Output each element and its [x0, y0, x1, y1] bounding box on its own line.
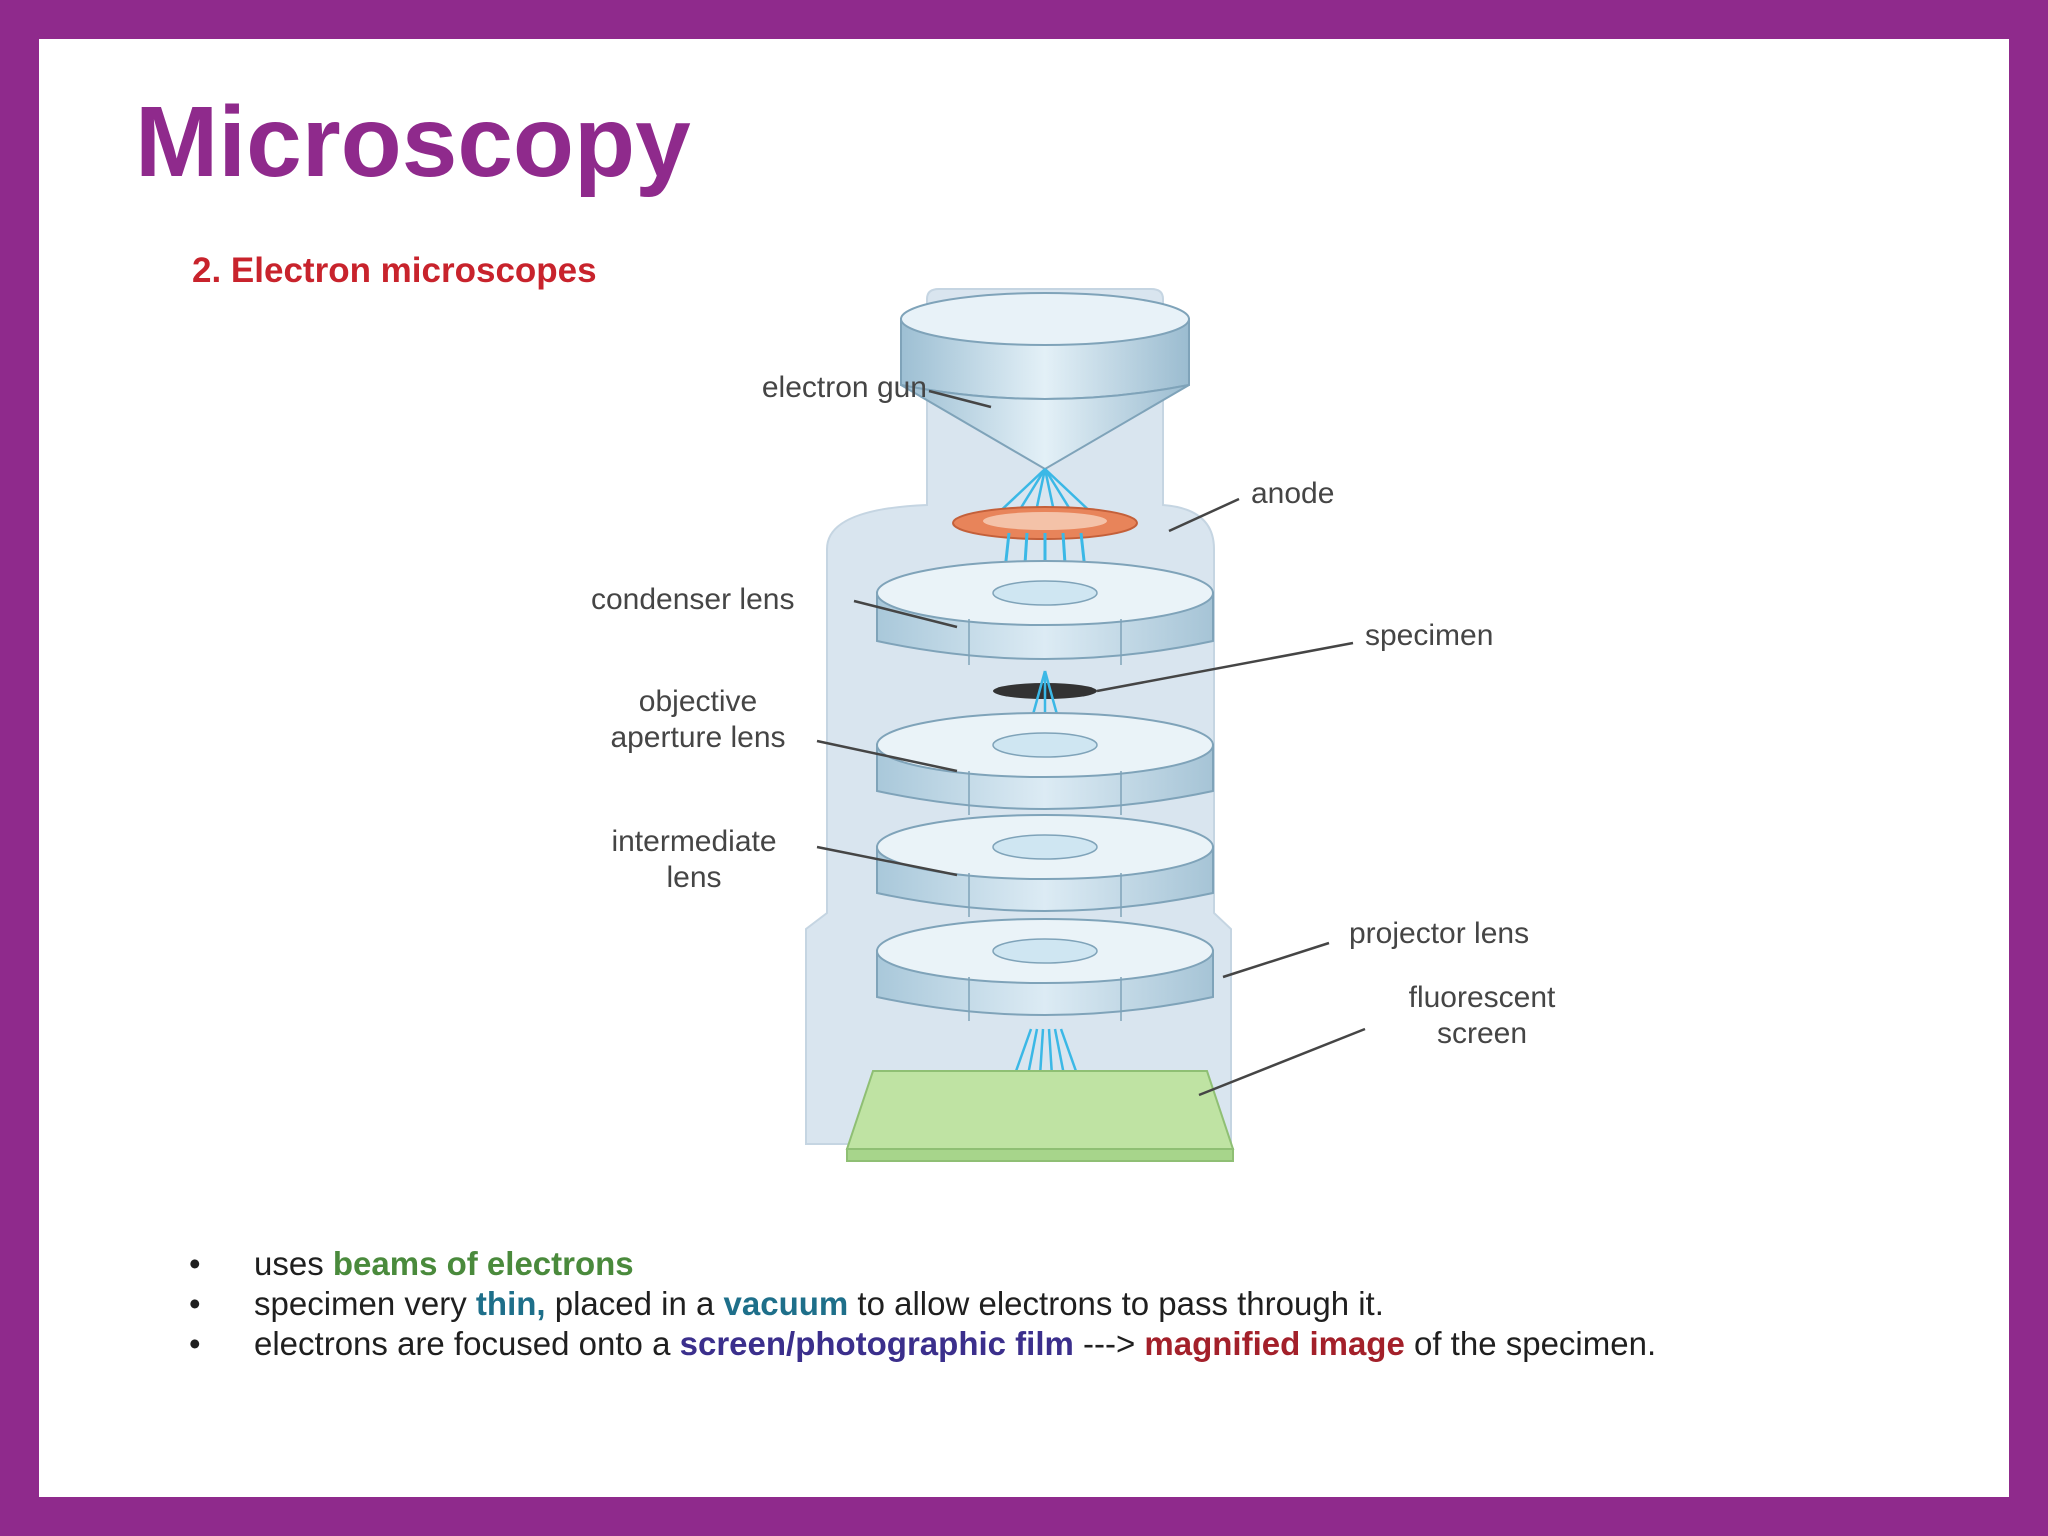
objective-aperture-lens-shape	[876, 712, 1214, 815]
bullet-text: uses	[254, 1245, 333, 1282]
bullet-marker: •	[189, 1285, 201, 1322]
bullet-item: • electrons are focused onto a screen/ph…	[189, 1324, 1839, 1364]
bullet-highlight-vacuum: vacuum	[723, 1285, 849, 1322]
label-anode: anode	[1251, 477, 1334, 510]
projector-lens-shape	[876, 918, 1214, 1021]
section-subtitle: 2. Electron microscopes	[192, 251, 597, 290]
bullet-item: • uses beams of electrons	[189, 1244, 1839, 1284]
label-specimen: specimen	[1365, 619, 1493, 652]
slide: Microscopy 2. Electron microscopes	[39, 39, 2009, 1497]
bullet-highlight-thin: thin,	[475, 1285, 546, 1322]
bullet-text: of the specimen.	[1404, 1325, 1657, 1362]
bullet-text: electrons are focused onto a	[254, 1325, 680, 1362]
label-fluorescent-line1: fluorescent	[1409, 981, 1556, 1014]
leader-lines	[816, 389, 1366, 1097]
label-objective-line1: objective	[639, 685, 757, 718]
label-fluorescent-line2: screen	[1437, 1017, 1527, 1050]
fluorescent-screen-shape	[845, 1070, 1235, 1162]
label-intermediate-line2: lens	[666, 861, 721, 894]
intermediate-lens-shape	[876, 814, 1214, 917]
electron-microscope-diagram: electron gun anode condenser lens specim…	[591, 288, 1556, 1162]
bullet-text: placed in a	[545, 1285, 724, 1322]
label-electron-gun: electron gun	[762, 371, 927, 404]
label-intermediate-line1: intermediate	[611, 825, 776, 858]
bullet-highlight-beams: beams of electrons	[332, 1245, 634, 1282]
bullet-text: --->	[1073, 1325, 1145, 1362]
condenser-lens-shape	[876, 560, 1214, 665]
bullet-highlight-magnified: magnified image	[1144, 1325, 1405, 1362]
page-title: Microscopy	[135, 86, 691, 198]
label-condenser-lens: condenser lens	[591, 583, 794, 616]
electron-gun-shape	[900, 292, 1190, 471]
bullet-text: to allow electrons to pass through it.	[848, 1285, 1384, 1322]
bullet-list: • uses beams of electrons • specimen ver…	[189, 1244, 1839, 1364]
bullet-marker: •	[189, 1245, 201, 1282]
bullet-marker: •	[189, 1325, 201, 1362]
bullet-item: • specimen very thin, placed in a vacuum…	[189, 1284, 1839, 1324]
label-projector-lens: projector lens	[1349, 917, 1529, 950]
bullet-highlight-screen: screen/photographic film	[679, 1325, 1074, 1362]
bullet-text: specimen very	[254, 1285, 476, 1322]
label-objective-line2: aperture lens	[610, 721, 785, 754]
